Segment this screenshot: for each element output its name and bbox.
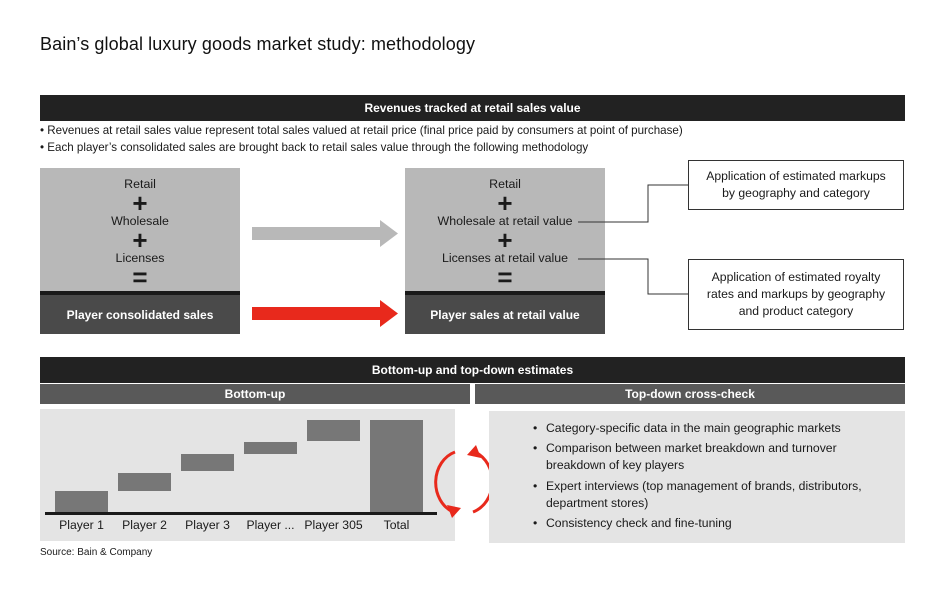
callout-text: Application of estimated markups by geog…: [706, 169, 886, 200]
x-label: Total: [383, 518, 410, 532]
x-label: Player ...: [246, 518, 295, 532]
bullet-dot: •: [533, 421, 538, 435]
plus-symbol: +: [132, 188, 148, 218]
waterfall-bar-player-ellipsis: [244, 442, 297, 454]
bottom-up-waterfall: [45, 420, 437, 515]
retail-value-box: [405, 168, 605, 292]
plus-symbol: +: [132, 225, 148, 255]
bullet-dot: •: [533, 516, 538, 530]
equals-symbol: =: [132, 262, 148, 292]
bullet-text: • Each player’s consolidated sales are b…: [40, 141, 589, 154]
bullet-dot: •: [533, 479, 538, 493]
callout-royalty-rates: Application of estimated royalty rates a…: [688, 259, 904, 330]
waterfall-bar-player-2: [118, 473, 171, 491]
subheader-top-down: Top-down cross-check: [475, 384, 905, 404]
bullet-text: • Revenues at retail sales value represe…: [40, 124, 683, 137]
page-title: Bain’s global luxury goods market study:…: [40, 34, 476, 54]
bullet-dot: •: [533, 441, 538, 455]
list-item-text: Comparison between market breakdown and …: [546, 441, 837, 472]
waterfall-axis: [45, 512, 437, 515]
divider: [40, 291, 240, 295]
box-item-retail: Retail: [124, 177, 156, 191]
callout-text: Application of estimated royalty rates a…: [706, 270, 886, 318]
equals-symbol: =: [497, 262, 513, 292]
list-item-text: Consistency check and fine-tuning: [546, 516, 732, 530]
connector-line-wholesale: [578, 184, 688, 223]
waterfall-bar-player-305: [307, 420, 360, 441]
connector-line-licenses: [578, 258, 688, 295]
top-down-panel: [489, 411, 905, 543]
waterfall-bar-total: [370, 420, 423, 512]
player-consolidated-sales-label: Player consolidated sales: [40, 295, 240, 334]
x-label: Player 305: [304, 518, 363, 532]
list-item: • Consistency check and fine-tuning: [533, 515, 883, 532]
callout-markups: Application of estimated markups by geog…: [688, 160, 904, 210]
red-arrow: [252, 300, 398, 327]
divider: [405, 291, 605, 295]
x-label: Player 3: [185, 518, 230, 532]
box-item-wholesale-retail-value: Wholesale at retail value: [437, 214, 573, 228]
plus-symbol: +: [497, 188, 513, 218]
plus-symbol: +: [497, 225, 513, 255]
player-sales-retail-value-label: Player sales at retail value: [405, 295, 605, 334]
box-item-wholesale: Wholesale: [111, 214, 169, 228]
list-item: • Expert interviews (top management of b…: [533, 478, 883, 512]
grey-arrow: [252, 220, 398, 247]
list-item: • Comparison between market breakdown an…: [533, 440, 883, 474]
list-item-text: Expert interviews (top management of bra…: [546, 479, 862, 510]
waterfall-bar-player-1: [55, 491, 108, 512]
x-label: Player 2: [122, 518, 167, 532]
box-item-licenses-retail-value: Licenses at retail value: [441, 251, 569, 265]
waterfall-bar-player-3: [181, 454, 234, 471]
list-item-text: Category-specific data in the main geogr…: [546, 421, 841, 435]
section-header-estimates: Bottom-up and top-down estimates: [40, 357, 905, 383]
source-note: Source: Bain & Company: [40, 547, 153, 558]
consolidated-sales-box: [40, 168, 240, 292]
x-label: Player 1: [59, 518, 104, 532]
subheader-bottom-up: Bottom-up: [40, 384, 470, 404]
list-item: • Category-specific data in the main geo…: [533, 420, 883, 437]
box-item-licenses: Licenses: [115, 251, 165, 265]
box-item-retail: Retail: [489, 177, 521, 191]
section-header-revenues: Revenues tracked at retail sales value: [40, 95, 905, 121]
